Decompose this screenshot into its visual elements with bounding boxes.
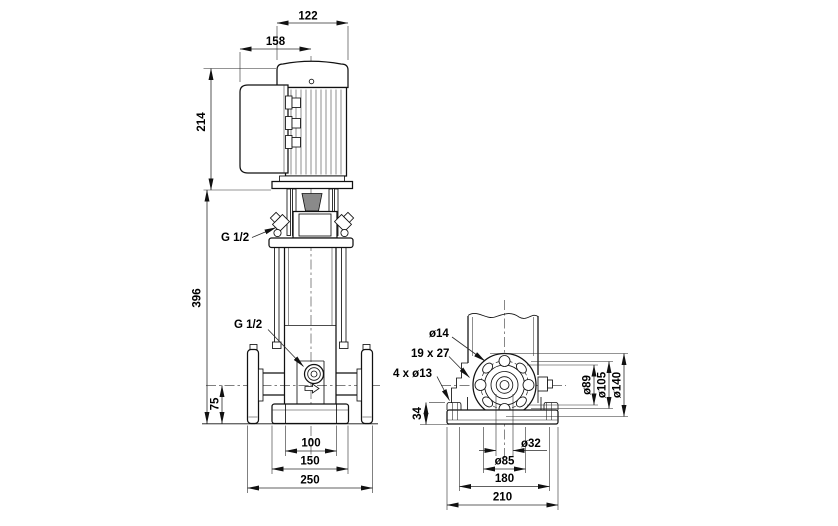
dimensions-side: ø14 19 x 27 4 x ø13 34 ø32 ø85 180 [393, 328, 628, 510]
side-view [446, 312, 559, 425]
drain-spout [304, 383, 320, 394]
dim-158-label: 158 [266, 36, 286, 48]
dim-250: 250 [247, 475, 373, 491]
base-hole-callout: 4 x ø13 [393, 368, 450, 401]
dim-250-label: 250 [300, 475, 319, 487]
dim-d89: ø89 [582, 364, 597, 406]
chamber-stack [272, 247, 349, 349]
pump-base [271, 403, 350, 425]
head-flange [268, 237, 354, 249]
dim-d140: ø140 [612, 353, 627, 417]
side-plug-boss [537, 376, 548, 392]
drain-plug-callout: G 1/2 [234, 319, 304, 367]
vent-plug-label: G 1/2 [221, 232, 249, 244]
dim-100-label: 100 [301, 438, 320, 450]
dim-d140-label: ø140 [612, 372, 624, 398]
suction-flange [246, 344, 264, 425]
coupling [301, 193, 323, 212]
front-view [202, 60, 378, 425]
flange-hole-label: ø14 [429, 328, 449, 340]
dimensions-front: 122 158 214 396 75 G 1/2 G 1/2 100 [192, 11, 373, 493]
dim-396: 396 [192, 189, 210, 424]
dim-214: 214 [196, 68, 214, 191]
dim-d32-label: ø32 [521, 438, 541, 450]
dim-180: 180 [459, 473, 550, 489]
flange-slot-label: 19 x 27 [411, 348, 449, 360]
dim-122: 122 [276, 11, 349, 26]
lifting-eye [308, 78, 315, 85]
dim-d32: ø32 [479, 438, 547, 453]
base-tab-right [543, 402, 559, 410]
flange-neck-profile [451, 362, 553, 410]
extension-lines-front [203, 26, 373, 493]
dim-100: 100 [285, 438, 337, 454]
dim-34: 34 [412, 402, 429, 425]
dim-150: 150 [271, 456, 349, 472]
dim-d85-label: ø85 [495, 456, 515, 468]
flange-hole-callout: ø14 [429, 328, 486, 362]
vent-plug [269, 211, 291, 233]
pump-head [268, 210, 355, 249]
cable-glands [285, 95, 301, 149]
dim-75-label: 75 [210, 397, 222, 410]
base-plate [446, 402, 559, 425]
dim-d105: ø105 [597, 361, 612, 409]
dim-d85: ø85 [483, 456, 526, 472]
motor-stool [279, 175, 345, 182]
discharge-flange [356, 344, 374, 425]
port-bore [495, 376, 514, 394]
flange-slots [482, 362, 527, 408]
pump-body [258, 325, 362, 404]
dim-158: 158 [239, 36, 312, 52]
dim-210: 210 [446, 492, 559, 508]
dim-122-label: 122 [298, 11, 317, 23]
base-slab [446, 409, 559, 425]
dim-150-label: 150 [300, 456, 319, 468]
dim-214-label: 214 [196, 112, 208, 132]
dim-75: 75 [210, 385, 225, 424]
flange-face [472, 352, 537, 418]
vent-plug-callout: G 1/2 [221, 227, 277, 244]
drain-plug [303, 363, 325, 385]
dim-d89-label: ø89 [582, 375, 594, 395]
break-line [467, 312, 539, 319]
dim-d105-label: ø105 [597, 371, 609, 398]
terminal-box [239, 84, 301, 174]
base-tab-left [446, 402, 462, 410]
drain-plug-label: G 1/2 [234, 319, 262, 331]
staybolt-nut [339, 341, 349, 349]
flange-slot-callout: 19 x 27 [411, 348, 470, 378]
motor-flange [271, 180, 354, 190]
fill-plug [333, 211, 355, 233]
base-hole-label: 4 x ø13 [393, 368, 432, 380]
dim-180-label: 180 [495, 473, 514, 485]
staybolt-nut [272, 341, 282, 349]
extension-lines-side [420, 353, 628, 510]
dim-396-label: 396 [192, 288, 204, 307]
dim-210-label: 210 [493, 492, 512, 504]
dim-34-label: 34 [412, 407, 424, 420]
